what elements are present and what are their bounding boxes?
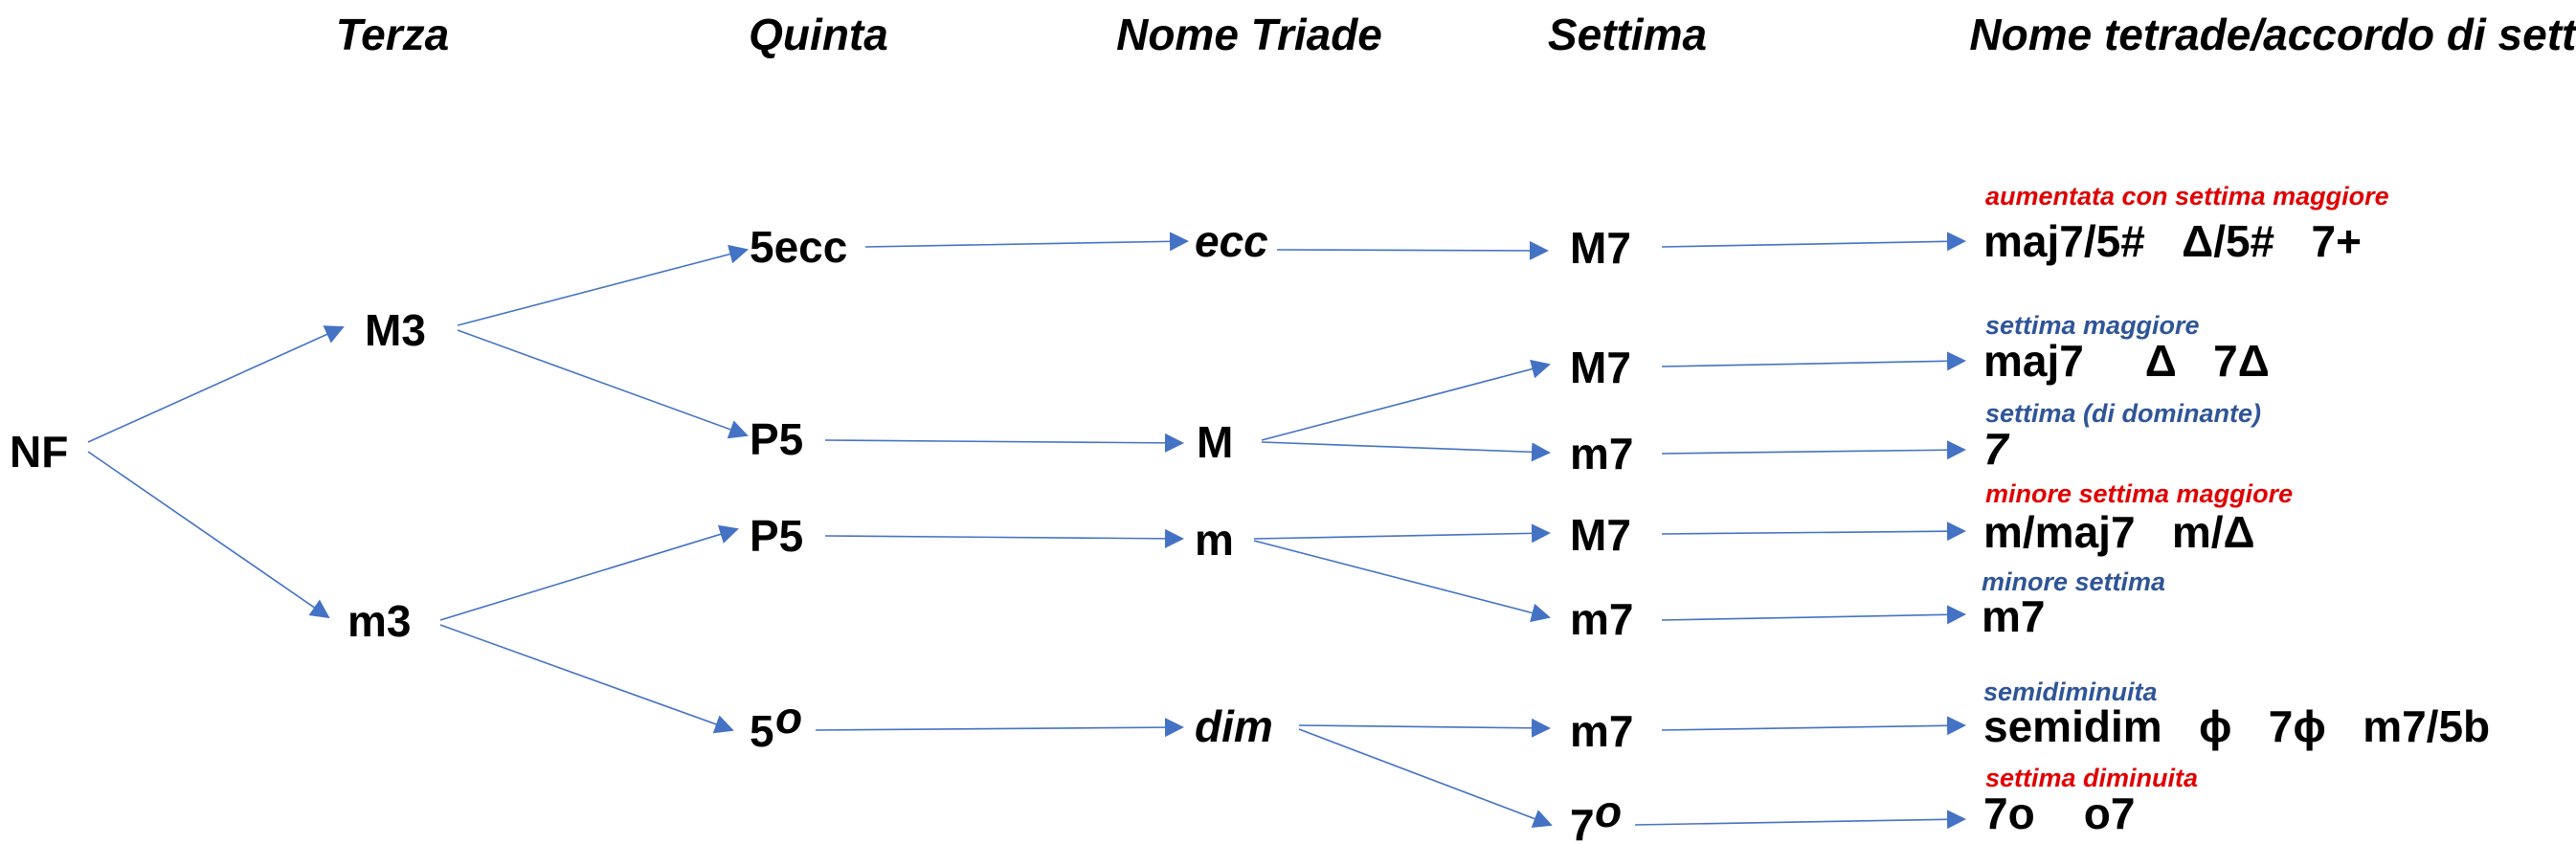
edge-min-m7 xyxy=(1253,540,1551,623)
edge-m7-halfdim-chord xyxy=(1661,716,1966,736)
edge-min-M7 xyxy=(1253,523,1551,544)
edge-min3-5dim xyxy=(439,624,734,734)
node-fifth-perfect-minor: P5 xyxy=(750,511,803,561)
edge-m3-5ecc xyxy=(457,244,749,326)
edge-M7-major-chord xyxy=(1661,351,1966,371)
edge-M-m7 xyxy=(1261,441,1551,462)
edge-5ecc-ecc xyxy=(864,232,1189,252)
header-nome-triade: Nome Triade xyxy=(1116,10,1382,59)
chord-symbols: maj7 Δ 7Δ xyxy=(1983,336,2270,386)
fifth-dim-sup: o xyxy=(775,693,802,743)
node-triad-diminished: dim xyxy=(1195,701,1273,751)
edge-nf-min3 xyxy=(87,451,330,619)
node-third-minor: m3 xyxy=(347,596,411,646)
chord-label: minore settima xyxy=(1982,567,2165,596)
edge-p5-min xyxy=(824,528,1184,548)
chord-symbols: 7o o7 xyxy=(1983,788,2135,838)
edge-ecc-m7 xyxy=(1276,240,1549,260)
chord-symbols: m/maj7 m/Δ xyxy=(1983,507,2255,557)
edge-p5-m xyxy=(824,433,1184,453)
node-fifth-perfect-major: P5 xyxy=(750,414,803,464)
seventh-dim-sup: o xyxy=(1595,787,1622,836)
chord-label: aumentata con settima maggiore xyxy=(1985,182,2389,211)
header-quinta: Quinta xyxy=(749,10,888,59)
node-fifth-augmented: 5ecc xyxy=(750,222,847,272)
chord-aug-maj7: aumentata con settima maggiore maj7/5# Δ… xyxy=(1983,182,2389,266)
header-terza: Terza xyxy=(336,10,449,59)
chord-label: minore settima maggiore xyxy=(1985,479,2293,508)
edge-m3-p5 xyxy=(457,329,749,439)
chord-symbols: semidim ϕ 7ϕ m7/5b xyxy=(1983,701,2490,751)
chord-label: semidiminuita xyxy=(1983,677,2158,706)
node-triad-augmented: ecc xyxy=(1195,216,1268,266)
chord-half-diminished: semidiminuita semidim ϕ 7ϕ m7/5b xyxy=(1983,677,2490,751)
edge-5dim-dim xyxy=(815,718,1184,738)
edge-M7-minmaj-chord xyxy=(1661,522,1966,542)
chord-min7: minore settima m7 xyxy=(1982,567,2165,641)
chord-symbols: 7 xyxy=(1983,424,2010,474)
chord-label: settima maggiore xyxy=(1985,311,2200,340)
node-seventh-diminished: 7 o xyxy=(1570,787,1622,844)
node-third-major: M3 xyxy=(365,305,426,355)
chord-label: settima diminuita xyxy=(1985,764,2198,792)
header-settima: Settima xyxy=(1548,10,1707,59)
header-nome-tetrade: Nome tetrade/accordo di settima xyxy=(1969,10,2576,59)
chord-minmaj7: minore settima maggiore m/maj7 m/Δ xyxy=(1983,479,2293,557)
edge-M-M7 xyxy=(1261,359,1551,441)
node-seventh-dim-m7: m7 xyxy=(1570,706,1633,756)
chord-symbols: maj7/5# Δ/5# 7+ xyxy=(1983,216,2362,266)
edge-dim-7dim xyxy=(1298,728,1553,828)
node-seventh-major-m7: m7 xyxy=(1570,429,1633,478)
edge-dim-m7 xyxy=(1298,718,1551,738)
chord-label: settima (di dominante) xyxy=(1985,399,2261,428)
seventh-dim-number: 7 xyxy=(1570,800,1595,844)
edge-nf-m3 xyxy=(87,325,345,443)
node-seventh-major-M7: M7 xyxy=(1570,343,1631,392)
edge-M7-aug-chord xyxy=(1661,232,1966,252)
edge-7dim-dim-chord xyxy=(1634,810,1966,830)
node-seventh-minor-M7: M7 xyxy=(1570,510,1631,560)
edge-min3-p5 xyxy=(439,524,739,621)
edge-m7-minor-chord xyxy=(1661,605,1966,625)
node-triad-minor: m xyxy=(1195,515,1234,565)
node-seventh-minor-m7: m7 xyxy=(1570,594,1633,644)
node-root: NF xyxy=(10,427,68,477)
chord-maj7: settima maggiore maj7 Δ 7Δ xyxy=(1983,311,2270,386)
tree-edges xyxy=(87,232,1966,830)
chord-diminished7: settima diminuita 7o o7 xyxy=(1983,764,2198,838)
fifth-dim-number: 5 xyxy=(750,706,774,756)
chord-dominant7: settima (di dominante) 7 xyxy=(1983,399,2261,474)
chord-symbols: m7 xyxy=(1982,591,2045,641)
edge-m7-dominant-chord xyxy=(1661,440,1966,460)
node-triad-major: M xyxy=(1197,417,1233,467)
node-seventh-aug-M7: M7 xyxy=(1570,223,1631,273)
node-fifth-diminished: 5 o xyxy=(750,693,802,756)
